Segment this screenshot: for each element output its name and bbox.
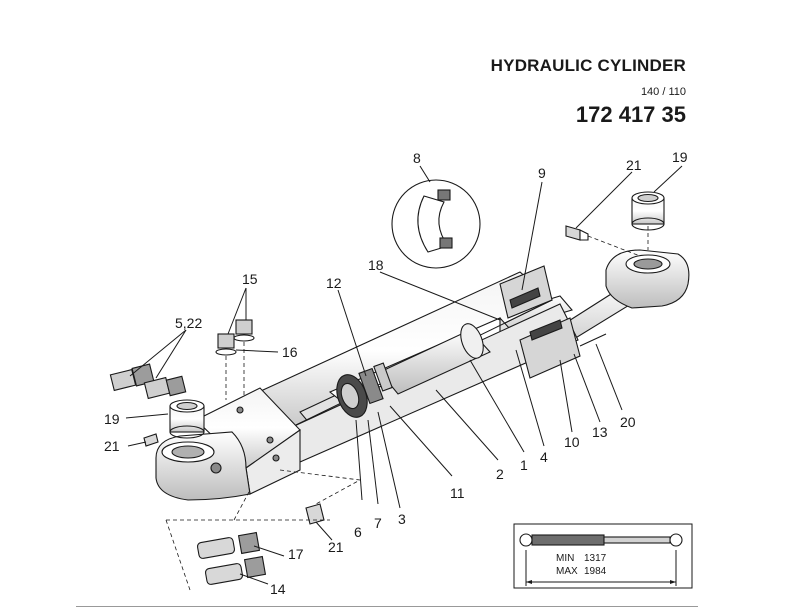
min-label: MIN: [556, 553, 574, 564]
callout-2: 2: [496, 466, 504, 482]
base-end: [155, 387, 301, 501]
max-label: MAX: [556, 566, 578, 577]
rod-gland: [499, 265, 581, 379]
bushing-19-top: [631, 191, 665, 231]
min-value: 1317: [584, 553, 607, 564]
callout-13: 13: [592, 424, 608, 440]
grease-nipple-21-top: [565, 225, 589, 241]
callout-21-bottom: 21: [328, 539, 344, 555]
callout-7: 7: [374, 515, 382, 531]
callout-6: 6: [354, 524, 362, 540]
callout-8: 8: [413, 150, 421, 166]
bolt-20: [579, 333, 607, 347]
callout-11: 11: [450, 485, 465, 501]
callout-12: 12: [326, 275, 342, 291]
callout-1: 1: [520, 457, 528, 473]
callout-21-left: 21: [104, 438, 120, 454]
callout-4: 4: [540, 449, 548, 465]
callout-5-22: 5,22: [175, 315, 202, 331]
callout-16: 16: [282, 344, 298, 360]
grease-nipple-21-left: [143, 433, 159, 447]
bottom-rule: [76, 606, 698, 607]
callout-14: 14: [270, 581, 286, 597]
callout-10: 10: [564, 434, 580, 450]
seal-detail: [391, 179, 481, 269]
diagram-title: HYDRAULIC CYLINDER: [490, 56, 686, 75]
bushing-19-left: [169, 399, 205, 439]
callout-3: 3: [398, 511, 406, 527]
callout-19-top: 19: [672, 149, 688, 165]
inner-rod: [379, 323, 491, 395]
callout-20: 20: [620, 414, 636, 430]
length-dimension-inset: [513, 523, 693, 589]
callout-9: 9: [538, 165, 546, 181]
cylinder-size: 140 / 110: [640, 86, 686, 98]
callout-18: 18: [368, 257, 384, 273]
fittings-5-22: [109, 363, 187, 400]
plugs-15: [215, 319, 255, 356]
lower-fittings: [196, 503, 325, 585]
callout-15: 15: [242, 271, 258, 287]
part-number: 172 417 35: [575, 102, 686, 127]
leader-lines: [125, 165, 683, 585]
callout-21-top: 21: [626, 157, 642, 173]
callout-19-left: 19: [104, 411, 120, 427]
piston-assembly: [336, 362, 393, 418]
callout-17: 17: [288, 546, 304, 562]
max-value: 1984: [584, 566, 607, 577]
rod-eye: [605, 249, 690, 309]
